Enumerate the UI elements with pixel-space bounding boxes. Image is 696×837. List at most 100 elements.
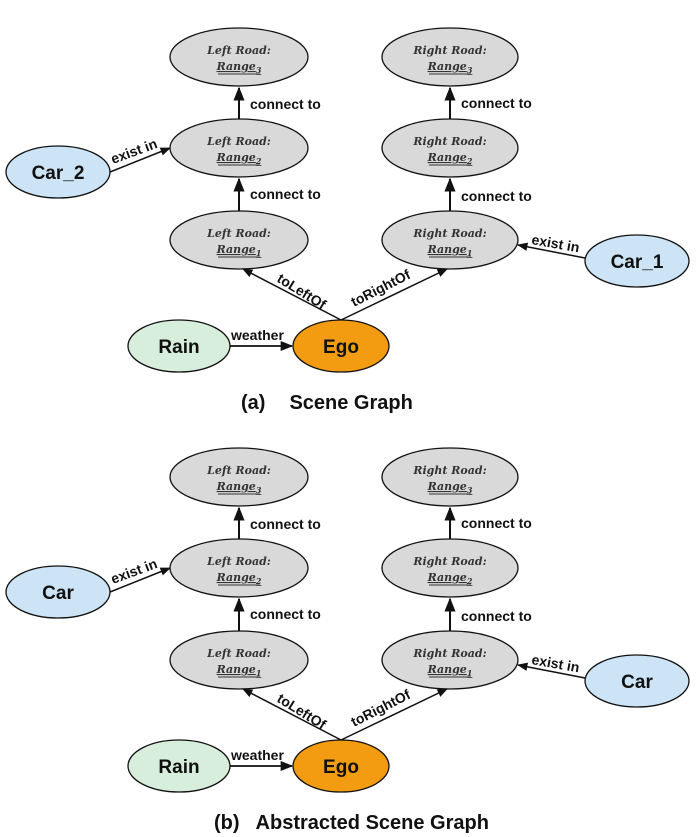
edge-label-to-right-of: toRightOf: [348, 686, 413, 730]
road-range: Range3: [216, 480, 262, 495]
range-subscript: 2: [255, 576, 262, 586]
road-range: Range1: [216, 663, 262, 678]
range-subscript: 3: [256, 485, 262, 495]
road-ellipse: [169, 118, 309, 178]
edge-label-connect-to: connect to: [461, 95, 532, 111]
range-subscript: 1: [256, 668, 262, 678]
edge-label-to-right-of: toRightOf: [348, 266, 413, 310]
road-node-right-r2: Right Road:Range2: [381, 538, 519, 598]
road-node-right-r3: Right Road: Range3: [381, 447, 519, 507]
range-subscript: 2: [255, 156, 262, 166]
ego-node-label: Ego: [323, 757, 359, 778]
road-ellipse: [381, 210, 519, 270]
road-range: Range2: [216, 151, 262, 166]
car-node-left: Car: [5, 565, 111, 619]
road-name: Left Road:: [206, 555, 271, 568]
road-name: Left Road:: [206, 44, 271, 57]
rain-node: Rain: [127, 319, 231, 373]
road-ellipse: [169, 630, 309, 690]
road-node-right-r3: Right Road: Range3: [381, 27, 519, 87]
road-name: Right Road:: [412, 135, 486, 148]
range-label: Range: [216, 243, 256, 256]
car-node-left: Car_2: [5, 145, 111, 199]
ego-node-label: Ego: [323, 337, 359, 358]
edge-label-connect-to: connect to: [250, 606, 321, 622]
panel-caption: (a)Scene Graph: [241, 392, 413, 414]
car-node-right: Car_1: [584, 234, 690, 288]
range-subscript: 1: [467, 248, 473, 258]
range-label: Range: [216, 663, 256, 676]
road-ellipse: [381, 27, 519, 87]
panel-caption: (b) Abstracted Scene Graph: [214, 812, 489, 834]
road-name: Left Road:: [206, 647, 271, 660]
car-node-right-label: Car_1: [611, 252, 664, 273]
caption-title: Scene Graph: [289, 392, 412, 414]
car-node-right: Car: [584, 654, 690, 708]
range-label: Range: [216, 480, 256, 493]
road-name: Left Road:: [206, 464, 271, 477]
road-ellipse: [381, 630, 519, 690]
road-name: Left Road:: [206, 135, 271, 148]
range-label: Range: [427, 60, 467, 73]
car-node-right-label: Car: [621, 672, 653, 693]
caption-tag: (b): [214, 812, 240, 834]
ego-node: Ego: [292, 739, 390, 793]
road-range: Range2: [427, 571, 473, 586]
range-subscript: 2: [466, 576, 473, 586]
range-label: Range: [427, 571, 467, 584]
road-node-left-r2: Left Road: Range2: [169, 538, 309, 598]
range-label: Range: [216, 151, 256, 164]
car-node-right-ellipse: [584, 654, 690, 708]
range-subscript: 3: [467, 65, 473, 75]
edge-label-weather: weather: [230, 327, 284, 343]
caption-title: Abstracted Scene Graph: [256, 812, 489, 834]
edge-to-left-of: [242, 268, 342, 321]
road-ellipse: [381, 538, 519, 598]
range-subscript: 1: [467, 668, 473, 678]
road-range: Range3: [427, 480, 473, 495]
road-node-right-r1: Right Road:Range1: [381, 210, 519, 270]
road-name: Right Road:: [412, 44, 486, 57]
road-ellipse: [381, 118, 519, 178]
range-label: Range: [427, 480, 467, 493]
edge-car-right-exist-in: [516, 662, 586, 679]
edge-label-connect-to: connect to: [250, 186, 321, 202]
road-node-left-r1: Left Road: Range1: [169, 630, 309, 690]
rain-node-ellipse: [127, 319, 231, 373]
range-label: Range: [427, 243, 467, 256]
edge-car-left-exist-in: [109, 567, 171, 593]
car-node-left-ellipse: [5, 565, 111, 619]
car-node-left-label: Car_2: [32, 163, 85, 184]
road-range: Range1: [427, 663, 473, 678]
range-label: Range: [216, 571, 256, 584]
edge-label-connect-to: connect to: [250, 96, 321, 112]
range-subscript: 3: [256, 65, 262, 75]
road-ellipse: [169, 447, 309, 507]
rain-node-label: Rain: [158, 757, 199, 778]
road-range: Range3: [427, 60, 473, 75]
road-name: Right Road:: [412, 464, 486, 477]
ego-node-ellipse: [292, 739, 390, 793]
range-label: Range: [427, 663, 467, 676]
car-node-left-label: Car: [42, 583, 74, 604]
road-ellipse: [381, 447, 519, 507]
road-ellipse: [169, 27, 309, 87]
edge-label-weather: weather: [230, 747, 284, 763]
road-node-right-r1: Right Road: Range1: [381, 630, 519, 690]
range-label: Range: [427, 151, 467, 164]
ego-node-ellipse: [292, 319, 390, 373]
edge-label-connect-to: connect to: [461, 608, 532, 624]
road-node-right-r2: Right Road:Range2: [381, 118, 519, 178]
road-range: Range2: [216, 571, 262, 586]
range-subscript: 3: [467, 485, 473, 495]
edge-label-to-left-of: toLeftOf: [274, 270, 329, 313]
car-node-left-ellipse: [5, 145, 111, 199]
road-ellipse: [169, 210, 309, 270]
rain-node: Rain: [127, 739, 231, 793]
road-name: Left Road:: [206, 227, 271, 240]
car-node-right-ellipse: [584, 234, 690, 288]
road-name: Right Road:: [412, 647, 486, 660]
